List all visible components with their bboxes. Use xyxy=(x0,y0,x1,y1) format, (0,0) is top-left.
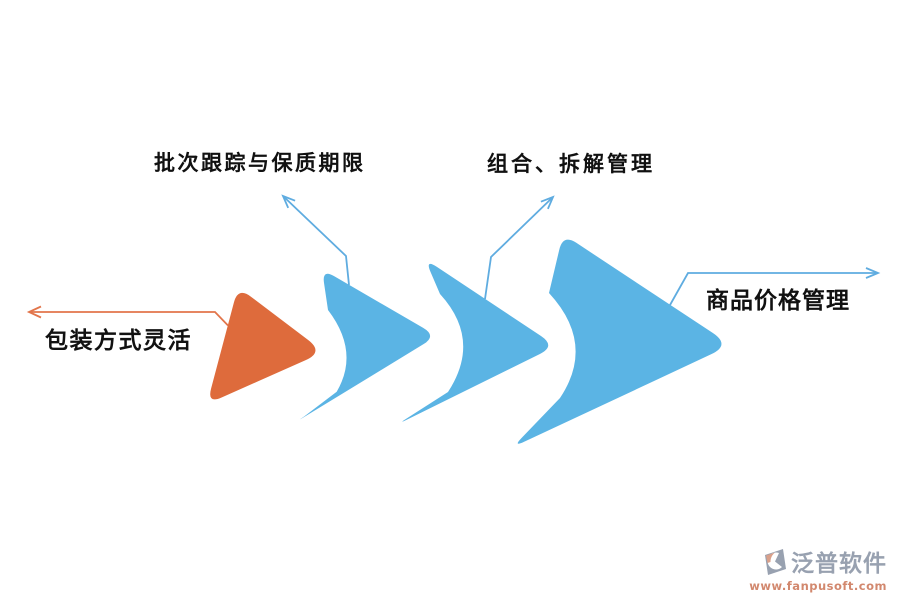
chevron-shape-2 xyxy=(300,273,431,420)
fanpu-logo-icon xyxy=(765,548,786,575)
chevron-shape-1 xyxy=(210,292,316,400)
connector-line-package xyxy=(29,311,229,327)
brand-url: www.fanpusoft.com xyxy=(749,579,887,593)
arrowhead-price-icon xyxy=(865,267,881,279)
connector-line-price xyxy=(669,272,878,306)
brand-watermark: 泛普软件 www.fanpusoft.com xyxy=(749,544,887,593)
arrowhead-combine-icon xyxy=(540,195,555,210)
connector-line-combine xyxy=(484,196,554,300)
label-batch-tracking: 批次跟踪与保质期限 xyxy=(154,151,366,175)
arrowhead-package-icon xyxy=(26,305,42,319)
connector-line-batch xyxy=(282,195,350,286)
brand-name: 泛普软件 xyxy=(791,551,887,577)
label-combine-disassemble: 组合、拆解管理 xyxy=(487,152,655,176)
chevron-shape-4 xyxy=(517,239,722,444)
label-price-management: 商品价格管理 xyxy=(706,288,850,314)
chevron-shape-3 xyxy=(402,263,549,422)
label-flexible-packaging: 包装方式灵活 xyxy=(45,328,192,354)
arrowhead-batch-icon xyxy=(281,194,296,209)
